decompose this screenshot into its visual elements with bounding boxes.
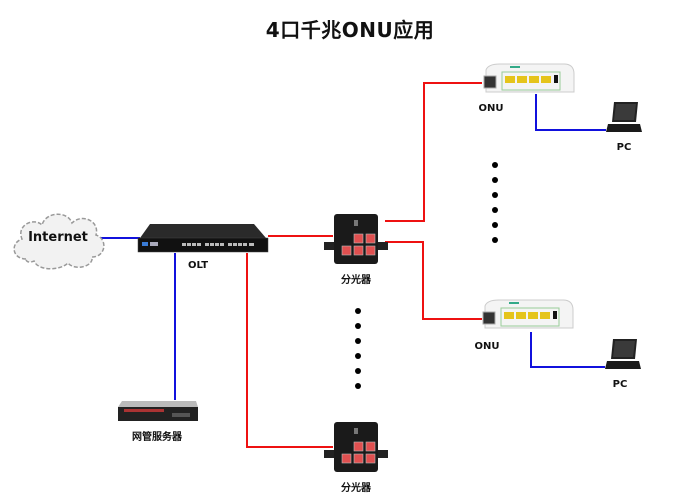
onu-top-label: ONU [478,103,504,114]
splitter-bottom-node [322,420,388,474]
ellipsis-dots-onu [492,162,498,243]
onu-bottom-label: ONU [474,341,500,352]
onu-top-node [480,62,576,98]
link-splitter-onu-top [385,82,482,222]
onu-icon [482,299,574,329]
splitter-top-node [322,212,388,266]
pc-bottom-label: PC [612,379,628,390]
onu-bottom-node [479,298,575,334]
cloud-icon [13,213,105,270]
splitter-icon [324,422,388,472]
link-olt-splitter-bottom [246,253,333,448]
pc-icon [606,102,642,132]
link-splitter-onu-bottom [385,241,482,320]
onu-icon [483,63,575,93]
olt-node [136,222,270,254]
splitter-icon [324,214,388,264]
pc-top-node [604,100,644,136]
pc-bottom-node [603,337,643,373]
server-label: 网管服务器 [132,432,182,443]
olt-rack-icon [137,224,269,253]
server-node [116,399,200,423]
ellipsis-dots-splitter [355,308,361,389]
olt-label: OLT [187,260,209,271]
internet-label: Internet [28,230,88,245]
link-onu-top-pc-top [535,94,606,131]
pc-icon [605,339,641,369]
diagram-title: 4口千兆ONU应用 [265,18,435,42]
pc-top-label: PC [616,142,632,153]
server-icon [118,401,198,421]
internet-node: Internet [8,205,108,273]
link-onu-bottom-pc-bottom [530,332,605,368]
splitter-bottom-label: 分光器 [341,483,371,494]
splitter-top-label: 分光器 [341,275,371,286]
